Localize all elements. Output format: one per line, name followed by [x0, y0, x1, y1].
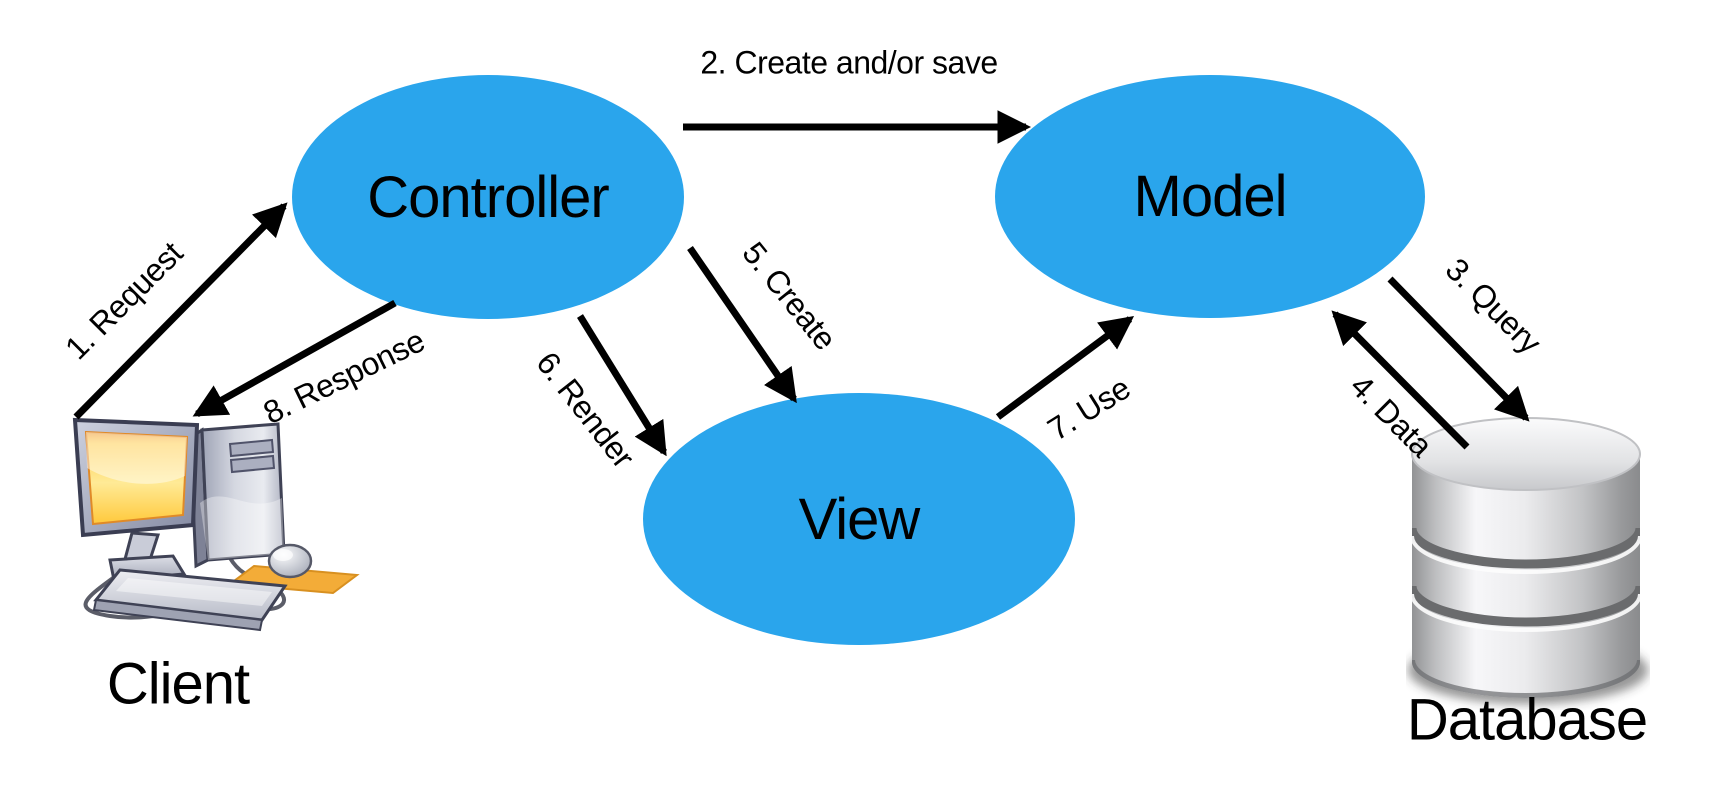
controller-label: Controller — [367, 164, 609, 230]
arrow-use — [995, 315, 1135, 420]
client-computer-icon — [72, 417, 360, 632]
arrow-data — [1331, 310, 1470, 450]
database-label: Database — [1406, 687, 1648, 753]
arrow-response — [192, 299, 397, 418]
client-label: Client — [106, 651, 250, 717]
node-view: View — [643, 393, 1075, 645]
model-label: Model — [1133, 164, 1288, 229]
database-icon — [1408, 417, 1648, 704]
view-label: View — [798, 486, 921, 552]
arrow-render — [577, 314, 667, 457]
node-model: Model — [995, 75, 1425, 318]
arrow-query — [1387, 276, 1530, 422]
node-controller: Controller — [292, 75, 684, 319]
arrow-create — [687, 246, 797, 404]
edge-label-create-save: 2. Create and/or save — [700, 44, 998, 81]
arrow-request — [73, 202, 288, 420]
